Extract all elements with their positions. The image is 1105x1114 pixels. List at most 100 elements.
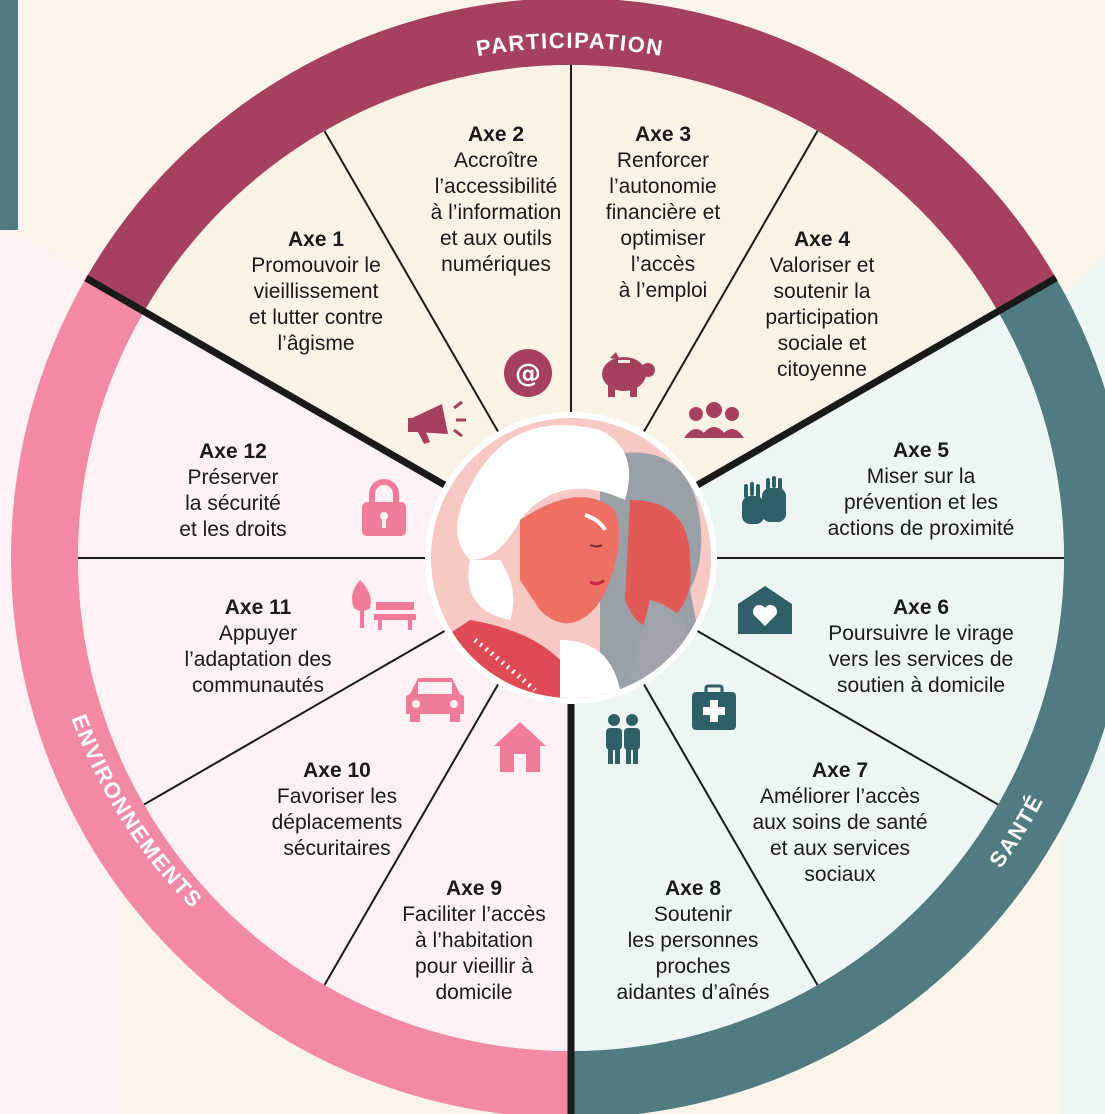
- sector-axe-10: [144, 631, 498, 985]
- axe-description-line: prévention et les: [844, 491, 998, 514]
- axe-description-line: l’accessibilité: [435, 175, 558, 198]
- axe-title: Axe 10: [303, 759, 371, 782]
- axe-title: Axe 3: [635, 123, 691, 146]
- axe-description-line: à l’emploi: [619, 279, 708, 302]
- axe-description-line: l’accès: [631, 253, 695, 276]
- svg-text:@: @: [515, 359, 541, 389]
- sector-axe-5: [697, 311, 1064, 558]
- caregiver-icon: [606, 714, 640, 764]
- axe-title: Axe 11: [225, 596, 292, 619]
- axe-description-line: participation: [765, 306, 878, 329]
- axe-11-label: Axe 11 Appuyer l’adaptation des communautés: [184, 596, 331, 697]
- axe-description-line: sociaux: [804, 863, 876, 886]
- axe-description-line: sociale et: [778, 332, 867, 355]
- park-bench-icon: [352, 580, 416, 630]
- axe-description-line: Soutenir: [654, 903, 732, 926]
- axe-title: Axe 5: [893, 439, 949, 462]
- sector-axe-12: [78, 311, 445, 558]
- car-icon: [406, 678, 464, 722]
- sector-divider: [323, 683, 499, 986]
- ring-segment-sante: [571, 278, 1105, 1114]
- sector-axe-11: [78, 558, 445, 805]
- axe-description-line: à l’information: [431, 201, 562, 224]
- axe-1-label: Axe 1 Promouvoir le vieillissement et lutte…: [249, 228, 383, 355]
- axe-description-line: la sécurité: [185, 492, 281, 515]
- padlock-icon: [362, 479, 406, 536]
- sector-axe-8: [571, 684, 818, 1051]
- axe-description-line: numériques: [441, 253, 551, 276]
- piggy-bank-icon: [602, 352, 655, 397]
- sector-axe-1: [144, 131, 498, 485]
- axe-5-label: Axe 5 Miser sur la prévention et les action…: [828, 439, 1015, 540]
- major-divider: [84, 274, 447, 489]
- axe-description-line: domicile: [435, 981, 512, 1004]
- axe-description-line: Faciliter l’accès: [402, 903, 546, 926]
- axe-description-line: sécuritaires: [283, 837, 390, 860]
- axe-4-label: Axe 4 Valoriser et soutenir la participatio…: [765, 228, 878, 381]
- axe-description-line: et lutter contre: [249, 306, 383, 329]
- axe-description-line: vers les services de: [829, 648, 1013, 671]
- axe-title: Axe 1: [288, 228, 344, 251]
- axe-description-line: optimiser: [620, 227, 705, 250]
- axe-description-line: et aux outils: [440, 227, 552, 250]
- axe-description-line: aux soins de santé: [752, 811, 927, 834]
- axe-description-line: déplacements: [272, 811, 403, 834]
- axe-6-label: Axe 6 Poursuivre le virage vers les servic…: [828, 596, 1014, 697]
- axe-description-line: pour vieillir à: [415, 955, 533, 978]
- axe-title: Axe 2: [468, 123, 524, 146]
- sector-axe-4: [644, 131, 998, 485]
- axe-description-line: l’autonomie: [609, 175, 716, 198]
- axe-description-line: citoyenne: [777, 358, 867, 381]
- axe-description-line: Poursuivre le virage: [828, 622, 1014, 645]
- sector-axe-2: [324, 65, 571, 432]
- home-heart-icon: [738, 586, 792, 634]
- at-sign-icon: @: [504, 349, 552, 397]
- axe-description-line: les personnes: [628, 929, 759, 952]
- group-icon: [684, 402, 744, 438]
- axe-description-line: Appuyer: [219, 622, 297, 645]
- axe-title: Axe 4: [794, 228, 850, 251]
- sector-divider: [143, 630, 446, 806]
- axe-title: Axe 9: [446, 877, 502, 900]
- axe-description-line: l’adaptation des: [184, 648, 331, 671]
- sector-divider: [643, 130, 819, 433]
- axe-10-label: Axe 10 Favoriser les déplacements sécuritai…: [272, 759, 403, 860]
- axe-description-line: Préserver: [187, 466, 278, 489]
- sector-divider: [323, 130, 499, 433]
- axe-description-line: financière et: [606, 201, 721, 224]
- axe-description-line: Favoriser les: [277, 785, 397, 808]
- sector-divider: [643, 683, 819, 986]
- left-edge-bar: [0, 0, 18, 230]
- first-aid-kit-icon: [692, 684, 736, 730]
- axe-description-line: Valoriser et: [770, 254, 875, 277]
- raised-hands-icon: [742, 476, 786, 524]
- axe-description-line: Miser sur la: [867, 465, 976, 488]
- axe-title: Axe 7: [812, 759, 868, 782]
- sector-axe-3: [571, 65, 818, 432]
- ring-segment-environnements: [11, 278, 571, 1114]
- axe-7-label: Axe 7 Améliorer l’accès aux soins de santé…: [752, 759, 927, 886]
- axe-description-line: et aux services: [770, 837, 910, 860]
- axe-description-line: Améliorer l’accès: [760, 785, 920, 808]
- axe-description-line: l’âgisme: [277, 332, 354, 355]
- axe-title: Axe 8: [665, 877, 721, 900]
- axe-description-line: Accroître: [454, 149, 538, 172]
- house-icon: [494, 722, 546, 772]
- axe-title: Axe 6: [893, 596, 949, 619]
- sector-axe-9: [324, 684, 571, 1051]
- axe-9-label: Axe 9 Faciliter l’accès à l’habitation pour…: [402, 877, 546, 1004]
- major-divider: [695, 274, 1058, 489]
- axe-description-line: soutenir la: [774, 280, 871, 303]
- axe-description-line: communautés: [192, 674, 324, 697]
- axe-description-line: à l’habitation: [415, 929, 533, 952]
- axe-description-line: proches: [656, 955, 731, 978]
- axe-2-label: Axe 2 Accroître l’accessibilité à l’informa…: [431, 123, 562, 276]
- axe-description-line: Promouvoir le: [251, 254, 381, 277]
- axe-description-line: vieillissement: [254, 280, 379, 303]
- axe-description-line: actions de proximité: [828, 517, 1015, 540]
- seniors-portrait-illustration: [425, 412, 717, 704]
